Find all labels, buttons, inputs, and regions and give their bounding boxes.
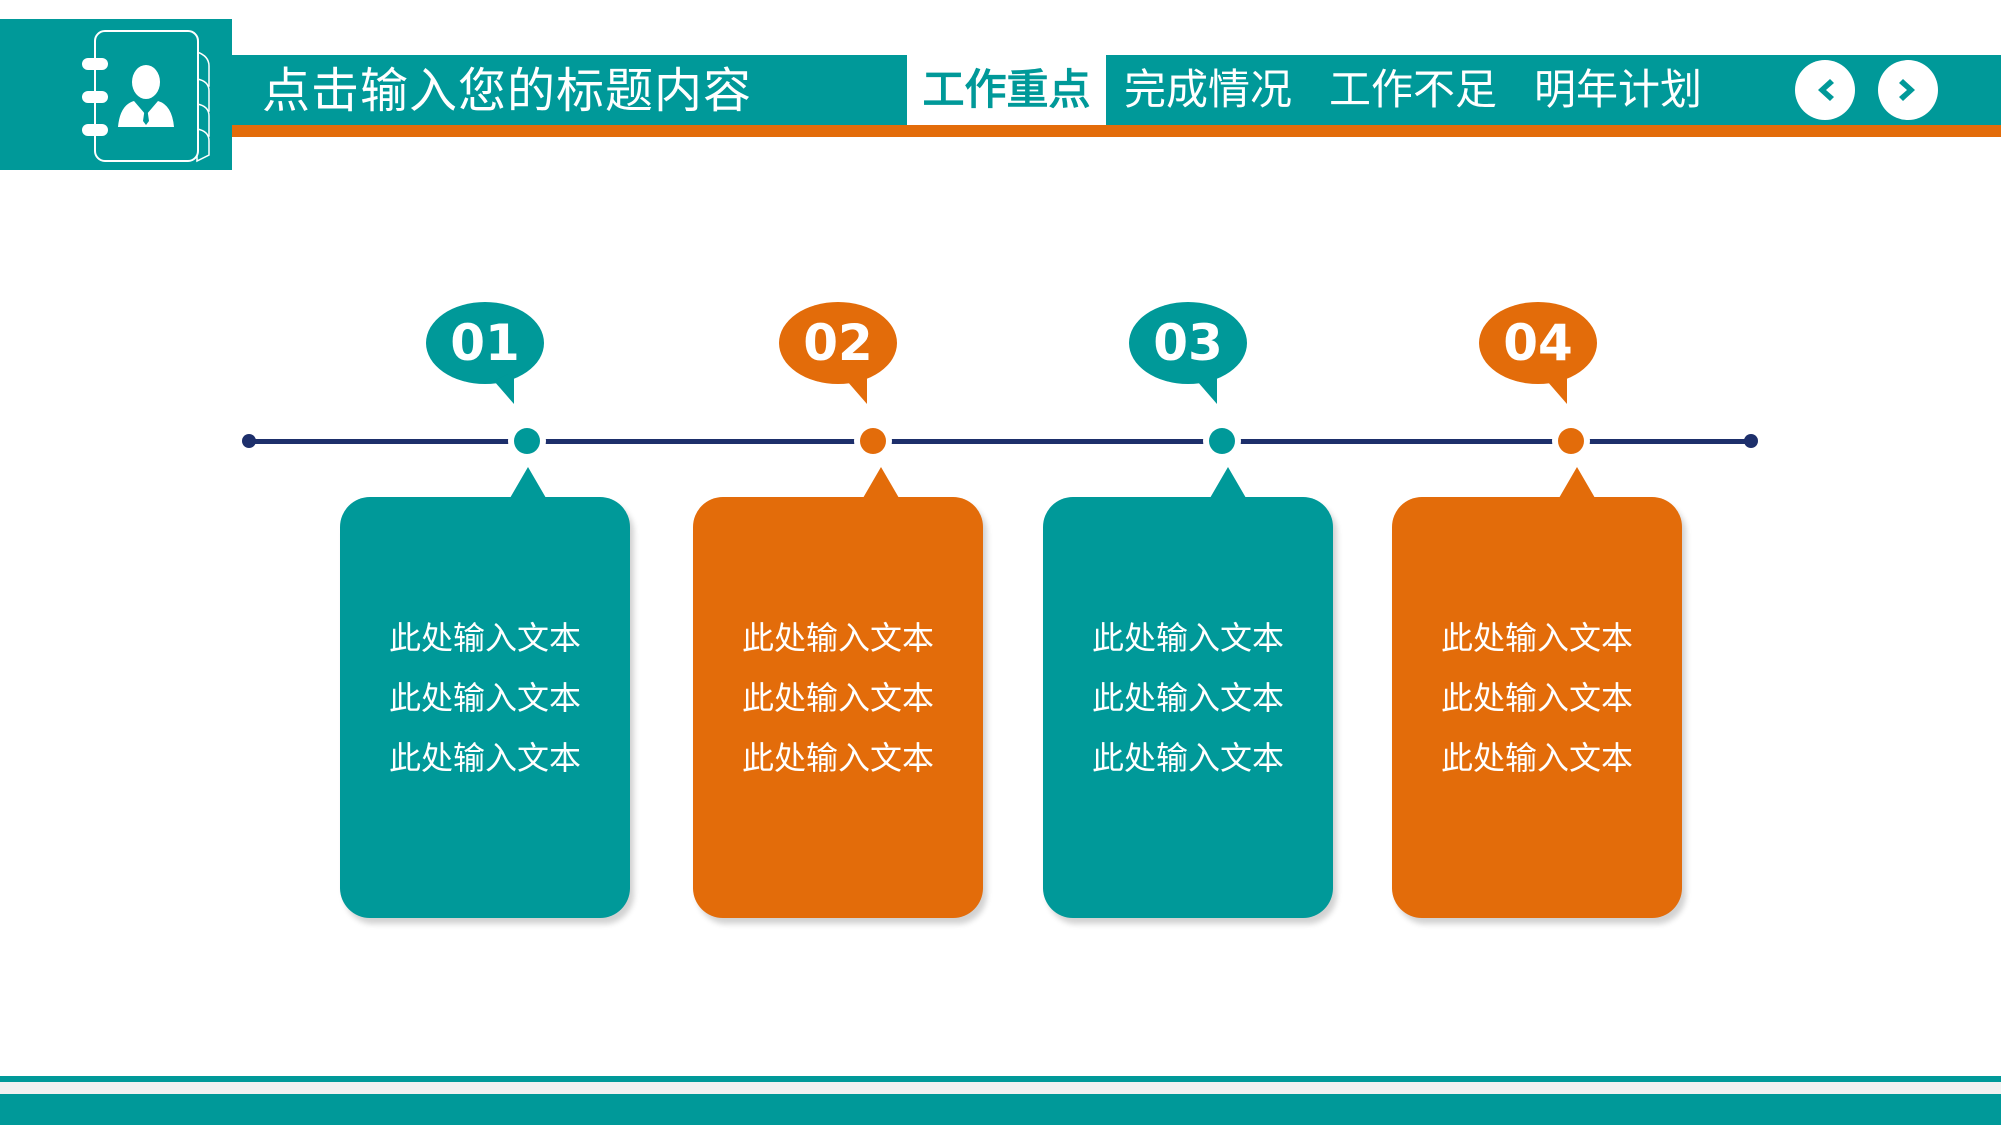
card-text-line[interactable]: 此处输入文本	[388, 738, 581, 777]
card-text-line[interactable]: 此处输入文本	[741, 678, 934, 717]
chevron-right-icon	[1899, 79, 1915, 101]
tab-work-shortcomings[interactable]: 工作不足	[1328, 65, 1497, 114]
card-text-line[interactable]: 此处输入文本	[388, 618, 581, 657]
speech-bubble-icon	[426, 302, 544, 404]
footer-band	[0, 1094, 2001, 1125]
tab-next-year-plan[interactable]: 明年计划	[1533, 65, 1702, 114]
card-text-line[interactable]: 此处输入文本	[388, 678, 581, 717]
card-text-line[interactable]: 此处输入文本	[1091, 738, 1284, 777]
card-pointer	[1210, 467, 1246, 498]
card-pointer	[863, 467, 899, 498]
footer-thin-stripe	[0, 1076, 2001, 1082]
timeline-axis	[248, 439, 1752, 444]
timeline-node-2	[860, 428, 886, 454]
title-underline-stripe	[232, 125, 2001, 137]
prev-button[interactable]	[1795, 60, 1855, 120]
card-text-line[interactable]: 此处输入文本	[1091, 618, 1284, 657]
step-number: 03	[1153, 314, 1223, 372]
card-text-line[interactable]: 此处输入文本	[1440, 738, 1633, 777]
card-text-line[interactable]: 此处输入文本	[1440, 618, 1633, 657]
step-number: 01	[450, 314, 520, 372]
timeline-node-1	[514, 428, 540, 454]
step-card-3[interactable]: 此处输入文本 此处输入文本 此处输入文本	[1043, 467, 1333, 918]
chevron-left-icon	[1818, 79, 1834, 101]
card-pointer	[510, 467, 546, 498]
timeline-end-dot	[1744, 434, 1758, 448]
step-card-4[interactable]: 此处输入文本 此处输入文本 此处输入文本	[1392, 467, 1682, 918]
card-text-line[interactable]: 此处输入文本	[1091, 678, 1284, 717]
step-card-2[interactable]: 此处输入文本 此处输入文本 此处输入文本	[693, 467, 983, 918]
contact-book-person-icon	[82, 30, 210, 163]
tab-work-focus[interactable]: 工作重点	[907, 55, 1106, 125]
page-title[interactable]: 点击输入您的标题内容	[262, 63, 753, 119]
card-pointer	[1559, 467, 1595, 498]
step-number-bubble-1: 01	[426, 301, 556, 411]
step-number-bubble-4: 04	[1479, 301, 1609, 411]
step-number: 04	[1503, 314, 1573, 372]
step-number-bubble-2: 02	[779, 301, 909, 411]
timeline-node-4	[1558, 428, 1584, 454]
timeline-node-3	[1209, 428, 1235, 454]
speech-bubble-icon	[779, 302, 897, 404]
next-button[interactable]	[1878, 60, 1938, 120]
title-bar	[232, 55, 2001, 125]
logo-block	[0, 19, 232, 170]
tab-completion-status[interactable]: 完成情况	[1123, 65, 1292, 114]
card-text-line[interactable]: 此处输入文本	[741, 738, 934, 777]
footer-gap-stripe	[0, 1082, 2001, 1094]
step-number-bubble-3: 03	[1129, 301, 1259, 411]
speech-bubble-icon	[1479, 302, 1597, 404]
card-text-line[interactable]: 此处输入文本	[741, 618, 934, 657]
step-number: 02	[803, 314, 873, 372]
card-text-line[interactable]: 此处输入文本	[1440, 678, 1633, 717]
timeline-start-dot	[242, 434, 256, 448]
speech-bubble-icon	[1129, 302, 1247, 404]
step-card-1[interactable]: 此处输入文本 此处输入文本 此处输入文本	[340, 467, 630, 918]
